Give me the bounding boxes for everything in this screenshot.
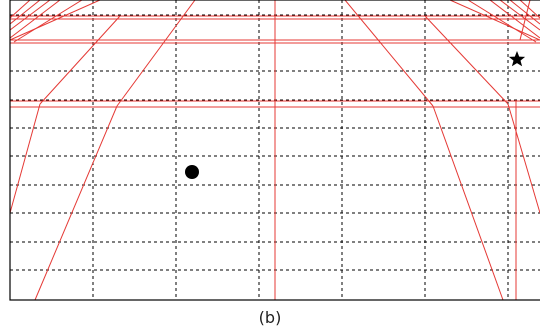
red-line-29 [519,0,531,41]
red-line-19 [9,0,31,19]
red-line-9 [39,15,121,105]
red-line-22 [489,0,540,39]
circle-marker [185,165,199,179]
red-line-24 [509,0,540,25]
red-line-27 [467,0,537,43]
red-line-26 [449,0,540,41]
red-projection-lines [9,0,540,301]
red-line-21 [13,0,83,43]
red-line-18 [9,0,41,25]
star-marker [508,51,526,67]
red-line-14 [432,105,504,301]
red-line-23 [499,0,540,31]
red-line-16 [9,0,61,39]
plot-frame [9,0,540,301]
red-line-12 [507,103,540,214]
red-line-8 [9,103,41,214]
red-line-15 [344,0,434,107]
red-line-17 [9,0,51,31]
red-line-10 [34,105,118,301]
red-line-11 [116,0,196,107]
figure-caption: (b) [258,308,282,327]
red-line-13 [424,15,509,105]
red-line-25 [519,0,540,19]
red-line-20 [9,0,101,41]
